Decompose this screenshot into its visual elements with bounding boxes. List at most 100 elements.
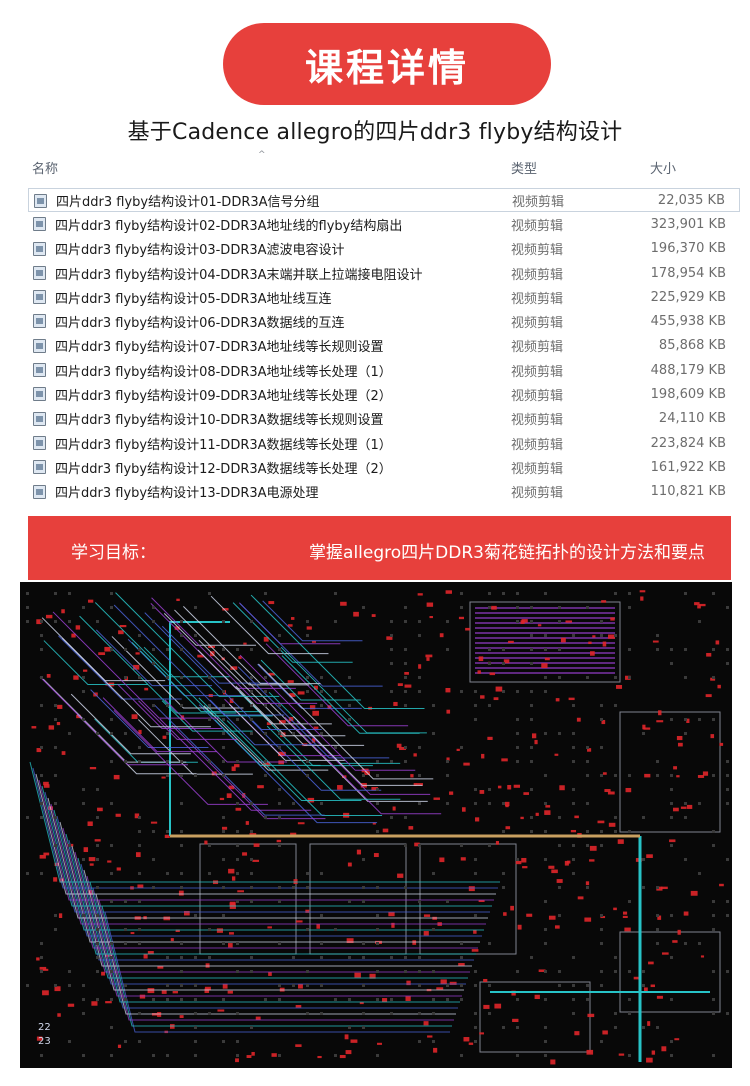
pcb-trace	[198, 704, 378, 824]
pcb-pad	[143, 953, 148, 959]
pcb-grid-dot	[376, 1054, 379, 1057]
pcb-grid-dot	[572, 984, 575, 987]
pcb-grid-dot	[152, 648, 155, 651]
column-header-type[interactable]: 类型	[511, 162, 538, 177]
pcb-pad	[393, 701, 398, 706]
pcb-grid-dot	[446, 648, 449, 651]
pcb-pad	[204, 988, 210, 993]
pcb-pad	[31, 726, 37, 729]
pcb-grid-dot	[418, 634, 421, 637]
pcb-grid-dot	[656, 942, 659, 945]
pcb-trace	[70, 693, 191, 755]
pcb-grid-dot	[558, 844, 561, 847]
pcb-pad	[574, 1031, 580, 1036]
pcb-grid-dot	[726, 662, 729, 665]
pcb-grid-dot	[334, 690, 337, 693]
pcb-pad	[104, 646, 112, 652]
pcb-grid-dot	[586, 984, 589, 987]
file-size: 488,179 KB	[650, 362, 726, 378]
pcb-pad	[174, 626, 180, 630]
pcb-grid-dot	[586, 844, 589, 847]
pcb-pad	[475, 817, 480, 822]
pcb-grid-dot	[334, 998, 337, 1001]
pcb-grid-dot	[250, 886, 253, 889]
pcb-trace	[127, 638, 245, 697]
pcb-grid-dot	[684, 648, 687, 651]
pcb-pad	[36, 957, 40, 961]
pcb-grid-dot	[404, 704, 407, 707]
pcb-pad	[397, 873, 404, 878]
pcb-grid-dot	[82, 606, 85, 609]
file-row[interactable]: 四片ddr3 flyby结构设计04-DDR3A末端并联上拉端接电阻设计视频剪辑…	[28, 261, 740, 285]
pcb-pad	[356, 849, 362, 855]
pcb-pad	[231, 766, 236, 772]
pcb-pad	[353, 611, 359, 617]
pcb-grid-dot	[152, 998, 155, 1001]
pcb-grid-dot	[642, 886, 645, 889]
pcb-grid-dot	[670, 662, 673, 665]
pcb-grid-dot	[628, 970, 631, 973]
pcb-grid-dot	[572, 788, 575, 791]
pcb-grid-dot	[572, 746, 575, 749]
pcb-grid-dot	[432, 1012, 435, 1015]
pcb-pad	[483, 1004, 490, 1009]
pcb-pad	[57, 704, 63, 709]
pcb-grid-dot	[26, 606, 29, 609]
pcb-pad	[414, 842, 420, 847]
pcb-pad	[39, 966, 47, 970]
pcb-grid-dot	[614, 1026, 617, 1029]
pcb-grid-dot	[488, 648, 491, 651]
file-name: 四片ddr3 flyby结构设计13-DDR3A电源处理	[55, 486, 319, 502]
pcb-pad	[251, 1051, 255, 1056]
pcb-grid-dot	[460, 592, 463, 595]
pcb-grid-dot	[376, 998, 379, 1001]
pcb-pad	[674, 1038, 680, 1041]
pcb-pad	[501, 758, 508, 762]
pcb-pad	[520, 816, 524, 820]
pcb-grid-dot	[110, 956, 113, 959]
pcb-pad	[119, 625, 127, 628]
column-header-size[interactable]: 大小	[650, 162, 677, 177]
pcb-grid-dot	[628, 676, 631, 679]
pcb-grid-dot	[194, 1026, 197, 1029]
learning-goal-banner: 学习目标： 掌握allegro四片DDR3菊花链拓扑的设计方法和要点	[28, 516, 731, 580]
pcb-grid-dot	[250, 718, 253, 721]
pcb-grid-dot	[40, 942, 43, 945]
pcb-grid-dot	[376, 774, 379, 777]
pcb-grid-dot	[530, 746, 533, 749]
pcb-grid-dot	[222, 760, 225, 763]
pcb-grid-dot	[460, 998, 463, 1001]
pcb-grid-dot	[208, 872, 211, 875]
pcb-grid-dot	[334, 746, 337, 749]
pcb-grid-dot	[110, 900, 113, 903]
pcb-pad	[672, 940, 678, 943]
pcb-label-23: 23	[38, 1036, 51, 1047]
pcb-grid-dot	[404, 690, 407, 693]
pcb-trace	[237, 666, 390, 759]
pcb-grid-dot	[656, 886, 659, 889]
pcb-pad	[48, 725, 55, 730]
pcb-pad	[589, 859, 595, 862]
pcb-pad	[314, 685, 318, 690]
pcb-grid-dot	[40, 816, 43, 819]
pcb-pad	[510, 905, 514, 911]
column-header-name[interactable]: 名称	[32, 162, 59, 177]
pcb-grid-dot	[600, 746, 603, 749]
pcb-grid-dot	[488, 788, 491, 791]
pcb-pad	[316, 924, 320, 929]
pcb-trace	[39, 676, 188, 766]
pcb-pad	[473, 929, 477, 934]
file-row[interactable]: 四片ddr3 flyby结构设计02-DDR3A地址线的flyby结构扇出视频剪…	[28, 212, 740, 236]
file-size: 455,938 KB	[650, 314, 726, 330]
